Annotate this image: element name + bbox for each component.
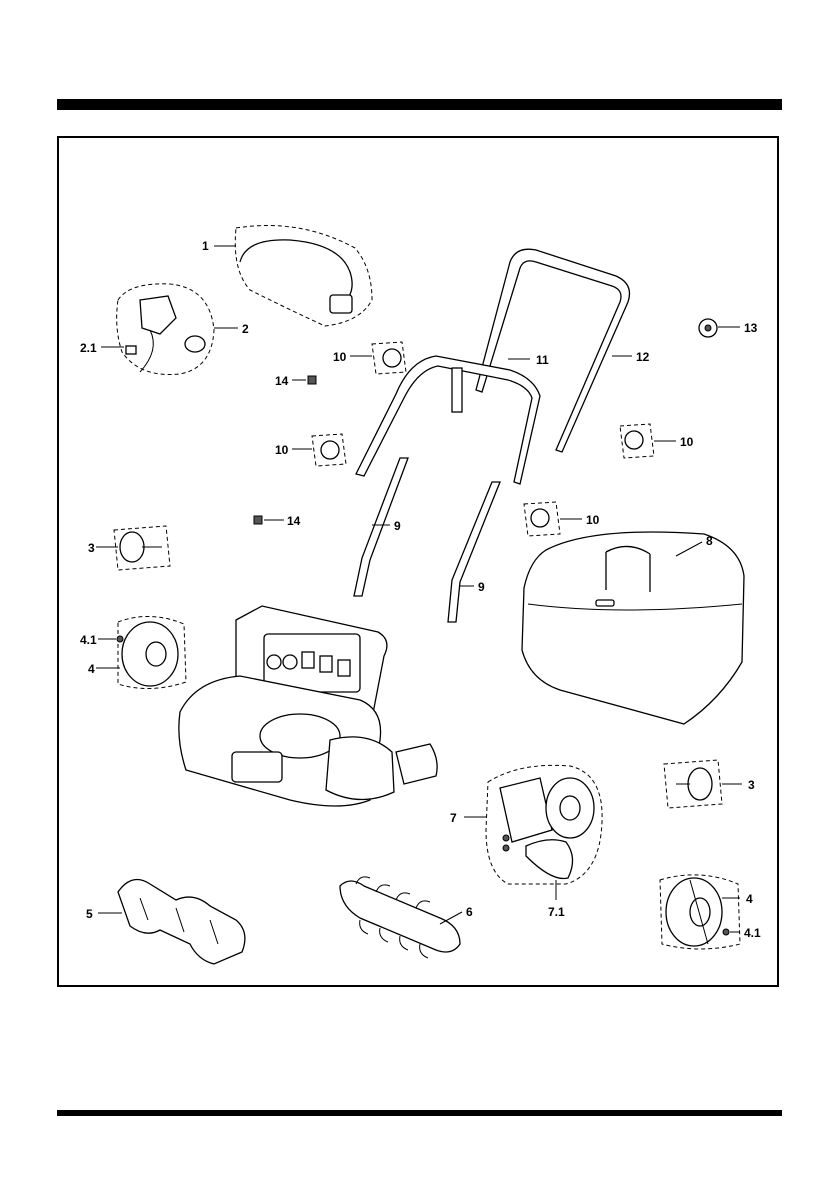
callout-3b: 3: [748, 778, 755, 792]
callout-9a: 9: [394, 519, 401, 533]
callout-2-1: 2.1: [80, 341, 97, 355]
callout-4-1b: 4.1: [744, 926, 761, 940]
callout-10a: 10: [333, 350, 347, 364]
callout-10b: 10: [275, 443, 289, 457]
callout-5: 5: [86, 907, 93, 921]
part-8-collection-box: 8: [522, 532, 744, 724]
part-10-knob-a: 10: [333, 342, 406, 374]
callout-4-1a: 4.1: [80, 633, 97, 647]
callout-7-1: 7.1: [548, 905, 565, 919]
part-10-knob-b: 10: [275, 434, 346, 466]
callout-4a: 4: [88, 662, 95, 676]
part-9-lower-tube-a: 9: [354, 458, 408, 596]
callout-14a: 14: [275, 374, 289, 388]
callout-14b: 14: [287, 514, 301, 528]
part-9-lower-tube-b: 9: [448, 482, 500, 622]
callout-11: 11: [536, 353, 549, 367]
part-12-upper-handle: 12: [476, 249, 650, 452]
callout-13: 13: [744, 321, 758, 335]
machine-main-body: [179, 606, 437, 806]
callout-10d: 10: [586, 513, 600, 527]
callout-12: 12: [636, 350, 650, 364]
part-10-knob-c: 10: [620, 424, 694, 458]
callout-9b: 9: [478, 580, 485, 594]
callout-4b: 4: [746, 892, 753, 906]
part-7-motor-assembly: 7 7.1: [450, 765, 602, 919]
callout-8: 8: [706, 534, 713, 548]
callout-7: 7: [450, 811, 457, 825]
callout-1: 1: [202, 239, 209, 253]
part-6-scarifier-roller: 6: [340, 877, 473, 958]
callout-3a: 3: [88, 541, 95, 555]
callout-10c: 10: [680, 435, 694, 449]
part-3-wheel-hub-right: 3: [664, 760, 755, 808]
part-13-cable-clip: 13: [699, 319, 758, 337]
part-2-switch-box: 2 2.1: [80, 284, 249, 375]
part-14-screw-b: 14: [254, 514, 301, 528]
part-14-screw-a: 14: [275, 374, 316, 388]
part-10-knob-d: 10: [524, 502, 600, 536]
part-5-tine-roller: 5: [86, 880, 245, 965]
callout-6: 6: [466, 905, 473, 919]
part-3-wheel-hub-left: 3: [88, 526, 170, 570]
callout-2: 2: [242, 322, 249, 336]
part-4-wheel-right: 4 4.1: [660, 875, 761, 949]
part-11-middle-handle: 11: [356, 353, 549, 484]
part-1-cable-harness: 1: [202, 226, 372, 327]
part-4-wheel-left: 4.1 4: [80, 616, 186, 688]
